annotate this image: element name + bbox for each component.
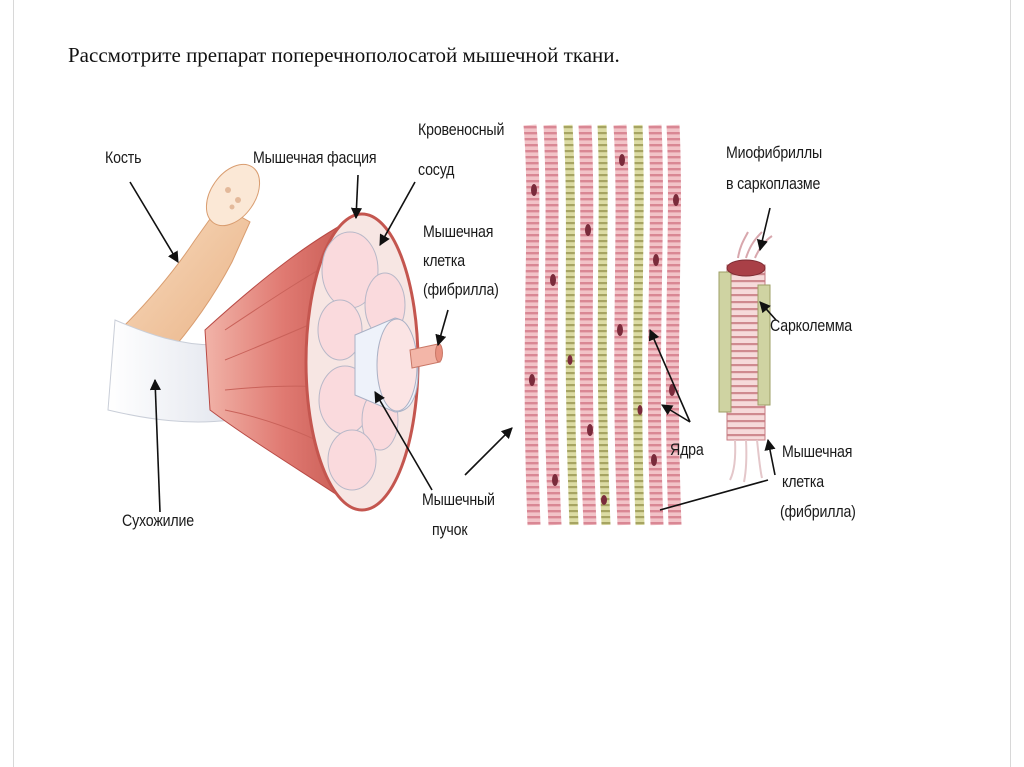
label-sarcolemma: Сарколемма: [770, 316, 852, 336]
label-fascia: Мышечная фасция: [253, 148, 376, 168]
label-fiber-cell-line3: (фибрилла): [780, 502, 856, 522]
label-blood-vessel-line1: Кровеносный: [418, 120, 504, 140]
label-myofibrils-line1: Миофибриллы: [726, 143, 822, 163]
label-bundle-line2: пучок: [432, 520, 467, 540]
muscle-fibers-micrograph: [522, 120, 692, 530]
label-tendon: Сухожилие: [122, 511, 194, 531]
label-bundle-line1: Мышечный: [422, 490, 495, 510]
label-muscle-cell-line2: клетка: [423, 251, 465, 271]
label-muscle-cell-line3: (фибрилла): [423, 280, 499, 300]
label-bone: Кость: [105, 148, 141, 168]
single-fiber-shape: [719, 232, 772, 482]
label-muscle-cell-line1: Мышечная: [423, 222, 493, 242]
label-fiber-cell-line1: Мышечная: [782, 442, 852, 462]
label-fiber-cell-line2: клетка: [782, 472, 824, 492]
label-blood-vessel-line2: сосуд: [418, 160, 454, 180]
label-nuclei: Ядра: [670, 440, 704, 460]
label-myofibrils-line2: в саркоплазме: [726, 174, 820, 194]
